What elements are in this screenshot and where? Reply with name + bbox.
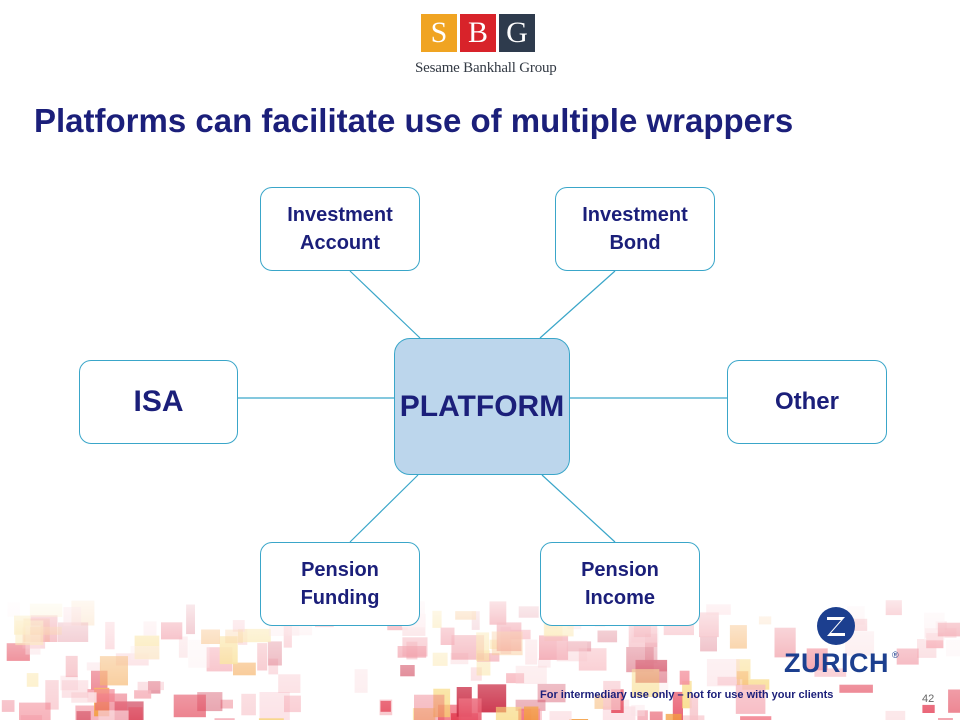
node-label: Investment Account — [287, 204, 393, 254]
node-investment-bond: Investment Bond — [555, 187, 715, 271]
node-label: ISA — [133, 385, 184, 418]
node-isa: ISA — [79, 360, 238, 444]
logo-letter-b: B — [460, 14, 496, 52]
decorative-mosaic-band — [0, 580, 960, 720]
node-other: Other — [727, 360, 887, 444]
node-platform: PLATFORM — [394, 338, 570, 475]
sbg-logo: S B G Sesame Bankhall Group — [415, 14, 557, 84]
slide-title: Platforms can facilitate use of multiple… — [34, 102, 794, 139]
node-label: Pension Funding — [300, 559, 380, 609]
logo-letter-s: S — [421, 14, 457, 52]
edge-investment-bond-platform — [539, 270, 616, 339]
node-label: Other — [774, 388, 839, 415]
node-label: PLATFORM — [399, 389, 565, 423]
zurich-logo: ZURICH ® — [784, 606, 904, 686]
logo-letter-g: G — [499, 14, 535, 52]
page-number: 42 — [922, 693, 935, 705]
zurich-z-icon — [817, 607, 855, 645]
logo-company-name: Sesame Bankhall Group — [415, 60, 557, 76]
registered-mark-icon: ® — [892, 650, 899, 660]
edge-investment-account-platform — [349, 270, 421, 339]
node-pension-funding: Pension Funding — [260, 542, 420, 626]
node-label: Investment Bond — [582, 204, 688, 254]
node-pension-income: Pension Income — [540, 542, 700, 626]
edge-pension-income-platform — [541, 474, 616, 543]
disclaimer-text: For intermediary use only – not for use … — [540, 689, 834, 701]
node-label: Pension Income — [581, 559, 659, 609]
node-investment-account: Investment Account — [260, 187, 420, 271]
edge-pension-funding-platform — [349, 474, 419, 543]
zurich-wordmark: ZURICH — [784, 648, 889, 678]
